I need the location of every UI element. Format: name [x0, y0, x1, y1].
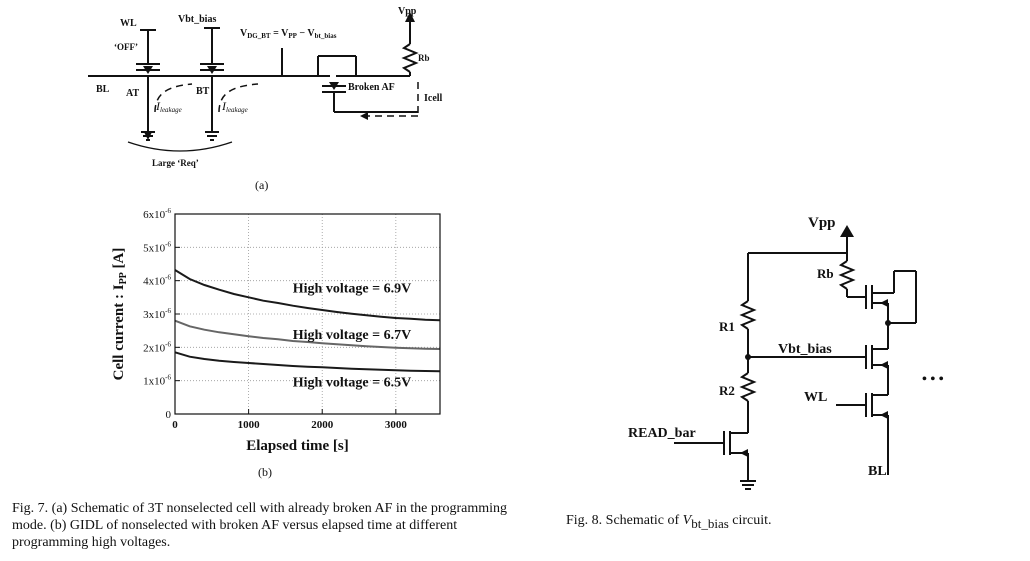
fig7a-bt-label: BT: [196, 86, 210, 97]
fig7b-chart: 0 1x10-6 2x10-6 3x10-6 4x10-6 5x10-6 6x10-6 0 10…: [111, 207, 441, 479]
fig8-caption-prefix: Fig. 8. Schematic of: [566, 513, 683, 528]
y-axis-label: Cell current : IPP [A]: [111, 248, 129, 381]
fig7a-bl-label: BL: [96, 84, 110, 95]
fig7a-at-label: AT: [126, 88, 139, 99]
fig8-caption-suffix: circuit.: [728, 513, 772, 528]
y-tick-label: 3x10-6: [143, 307, 171, 321]
series-line-1: [174, 269, 441, 322]
fig7a-ileak-bt: Ileakage: [221, 99, 248, 114]
fig7a-wl-label: WL: [120, 18, 137, 29]
fig8-schematic: Vpp Rb R1 R2 Vbt_bias WL READ_bar BL • •…: [628, 215, 944, 490]
fig8-caption-v: V: [682, 513, 692, 528]
fig7a-panel-label: (a): [255, 178, 268, 192]
y-tick-label: 1x10-6: [143, 374, 171, 388]
fig8-rb-label: Rb: [817, 266, 834, 281]
series-label-1: High voltage = 6.9V: [293, 281, 411, 296]
x-tick-label: 3000: [385, 419, 408, 431]
y-tick-label: 2x10-6: [143, 340, 171, 354]
series-label-3: High voltage = 6.5V: [293, 376, 411, 391]
fig8-continuation-dots: • • •: [922, 372, 944, 387]
fig8-r1-label: R1: [719, 319, 735, 334]
y-tick-label: 4x10-6: [143, 274, 171, 288]
fig8-vpp-label: Vpp: [808, 215, 836, 231]
fig7a-rb-label: Rb: [418, 53, 430, 63]
fig7a-broken-af-label: Broken AF: [348, 82, 395, 93]
series-line-3: [174, 351, 441, 373]
fig8-caption: Fig. 8. Schematic of Vbt_bias circuit.: [566, 512, 866, 532]
fig7a-vbt-bias-label: Vbt_bias: [178, 14, 216, 25]
fig7a-vpp-label: Vpp: [398, 6, 417, 17]
y-tick-label: 0: [166, 409, 172, 421]
fig7a-large-req-label: Large ‘Req’: [152, 158, 199, 168]
fig8-vbt-bias-label: Vbt_bias: [778, 342, 832, 357]
x-tick-label: 1000: [238, 419, 261, 431]
fig7a-icell-label: Icell: [424, 93, 443, 104]
fig8-wl-label: WL: [804, 390, 827, 405]
fig7a-schematic: WL Vbt_bias ‘OFF’ VDG_BT = VPP − Vbt_bia…: [88, 6, 443, 192]
fig7a-vdg-equation: VDG_BT = VPP − Vbt_bias: [240, 28, 337, 40]
fig8-r2-label: R2: [719, 383, 735, 398]
x-tick-label: 2000: [311, 419, 334, 431]
fig8-caption-sub: bt_bias: [691, 515, 729, 531]
fig7a-off-label: ‘OFF’: [114, 42, 138, 52]
fig8-bl-label: BL: [868, 464, 887, 479]
series-line-2: [174, 319, 441, 350]
x-tick-label: 0: [172, 419, 178, 431]
fig7-caption: Fig. 7. (a) Schematic of 3T nonselected …: [12, 501, 508, 550]
fig7a-ileak-at: Ileakage: [155, 99, 182, 114]
series-label-2: High voltage = 6.7V: [293, 328, 411, 343]
y-tick-label: 5x10-6: [143, 240, 171, 254]
y-tick-label: 6x10-6: [143, 207, 171, 221]
fig8-read-bar-label: READ_bar: [628, 426, 696, 441]
x-axis-label: Elapsed time [s]: [246, 438, 349, 454]
fig7b-panel-label: (b): [258, 465, 272, 479]
